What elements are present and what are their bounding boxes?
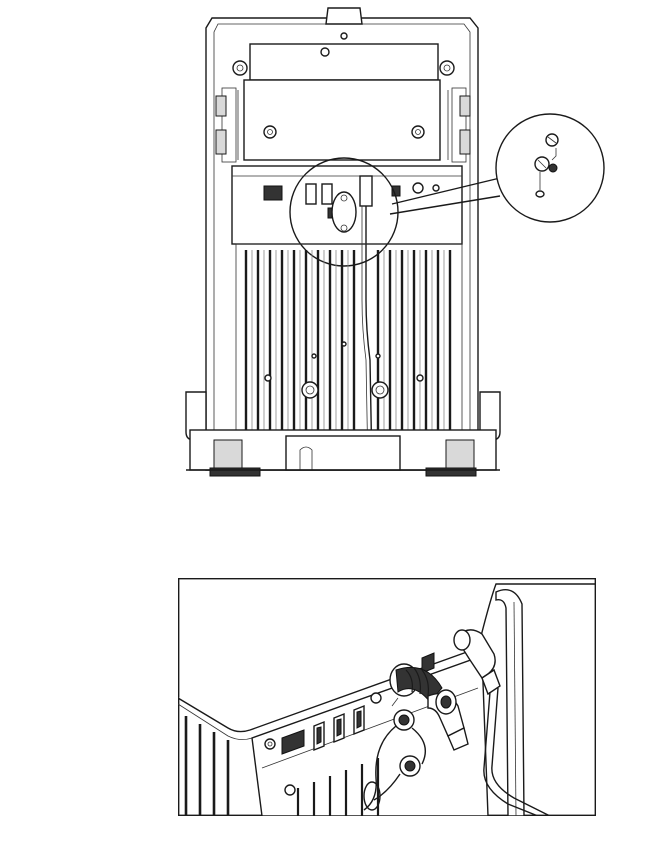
left-foot [209, 467, 261, 477]
rear-view-figure [185, 7, 605, 477]
top-tab [325, 7, 363, 25]
usb-port-1 [305, 183, 317, 205]
antenna-elbow-connector [389, 663, 469, 751]
panel-screw-mid [370, 692, 382, 704]
connector-panel [231, 165, 463, 471]
heat-sink [235, 243, 463, 435]
zoom-callout [389, 113, 605, 223]
ethernet-port [263, 185, 283, 201]
rear-view-drawing [185, 7, 605, 477]
tethered-cap [363, 697, 426, 811]
ethernet-port [281, 729, 305, 755]
antenna-connector [359, 175, 373, 207]
usb-port-2 [321, 183, 333, 205]
connector-detail-figure [178, 578, 596, 816]
panel-screw-left [264, 738, 276, 750]
right-foot [425, 467, 477, 477]
cap-hole [331, 191, 357, 233]
antenna-cable [453, 629, 551, 816]
mounting-plate [232, 43, 455, 161]
ports [264, 652, 435, 796]
bottom-bracket [185, 391, 501, 477]
side-rails [215, 87, 471, 163]
connector-detail-drawing [178, 578, 596, 816]
